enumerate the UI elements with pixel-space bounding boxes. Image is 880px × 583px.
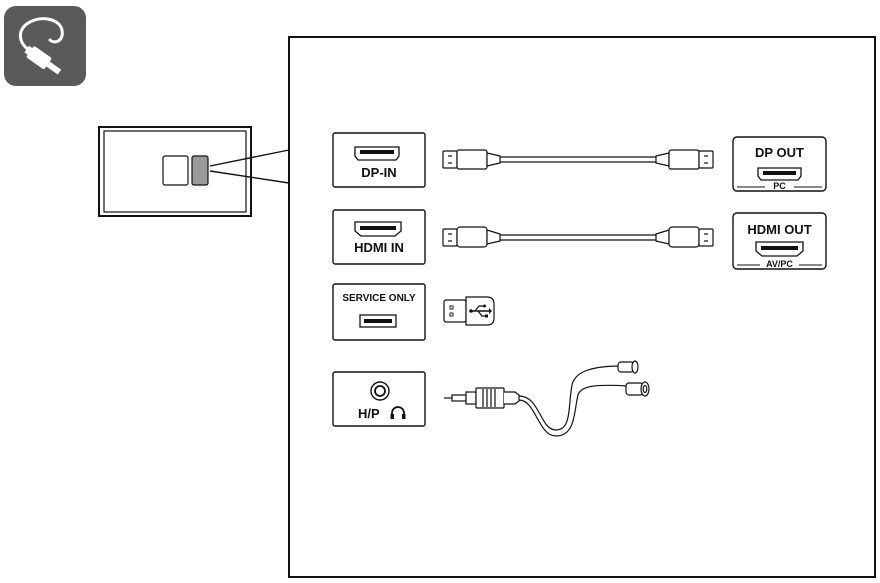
hdmi-out-source	[732, 212, 827, 270]
dp-in-label: DP-IN	[361, 165, 397, 180]
usb-icon	[443, 296, 495, 326]
dp-in-port	[332, 132, 426, 188]
hdmi-cable	[442, 226, 714, 248]
service-only-port	[332, 283, 426, 341]
hdmi-in-port	[332, 209, 426, 265]
dp-cable	[442, 149, 714, 170]
hp-label: H/P	[358, 406, 380, 421]
dp-out-source	[732, 136, 827, 192]
headphone-port	[332, 371, 426, 427]
cable-connection-icon	[4, 6, 86, 86]
dp-out-label: DP OUT	[755, 145, 804, 160]
audio-splitter-cable	[444, 360, 650, 437]
monitor-rear-panel	[98, 126, 290, 217]
hdmi-in-label: HDMI IN	[354, 240, 404, 255]
service-only-label: SERVICE ONLY	[342, 293, 416, 304]
headphone-icon	[390, 406, 406, 419]
dp-out-sublabel: PC	[773, 181, 786, 191]
hdmi-out-label: HDMI OUT	[747, 222, 812, 237]
detail-frame	[288, 36, 876, 578]
hdmi-out-sublabel: AV/PC	[766, 259, 793, 269]
